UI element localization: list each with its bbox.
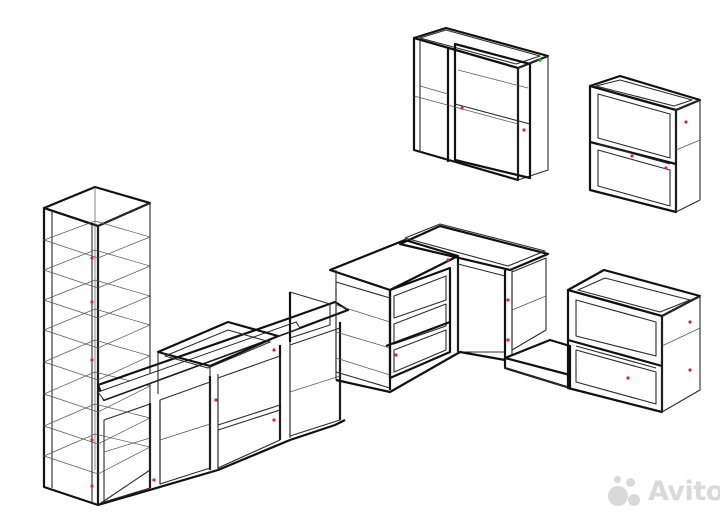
- wall-cabinet-double: [412, 26, 550, 182]
- avito-watermark: Avito: [606, 472, 720, 510]
- base-cabinet-run-left: [96, 291, 350, 507]
- avito-dots-logo-icon: [606, 472, 644, 510]
- base-drawer-unit-right: [566, 268, 702, 414]
- base-cabinet-corner: [328, 223, 550, 394]
- avito-watermark-text: Avito: [648, 475, 720, 507]
- wall-cabinet-single: [588, 74, 702, 214]
- tall-pantry-cabinet: [42, 185, 152, 507]
- low-shelf-connector: [503, 338, 572, 390]
